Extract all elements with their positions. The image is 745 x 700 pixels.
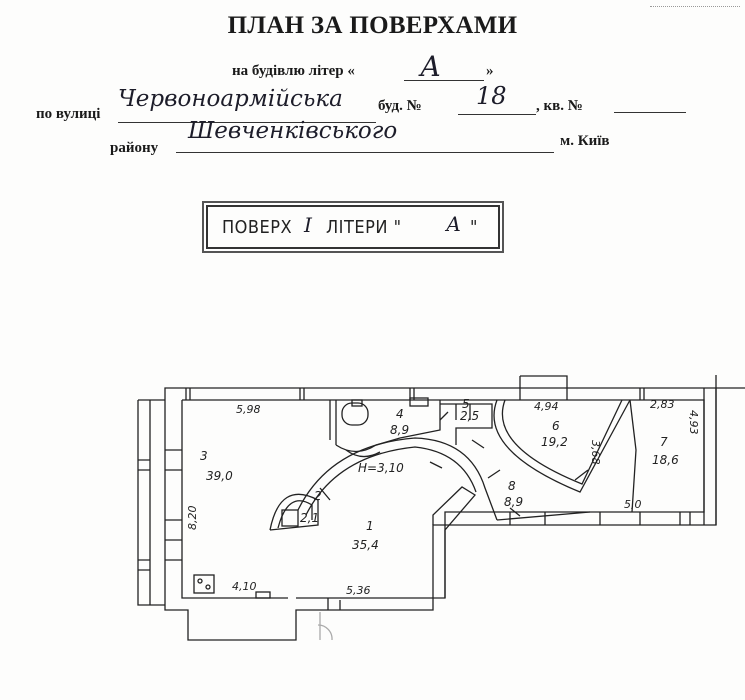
sink-fixture <box>351 399 363 407</box>
dim-494: 4,94 <box>534 400 559 413</box>
house-blank <box>458 114 536 115</box>
room-6-arc-inner <box>501 399 623 485</box>
room-1-num: 1 <box>366 519 374 533</box>
stamp-suffix: " <box>470 217 478 238</box>
dim-410: 4,10 <box>232 580 257 593</box>
closet-2-inner <box>277 500 313 529</box>
bathroom-4-inner <box>345 449 381 458</box>
left-pier <box>137 399 165 606</box>
room-6-num: 6 <box>552 419 560 433</box>
building-letter-handwritten: А <box>420 50 442 83</box>
room-5-num: 5 <box>462 397 470 411</box>
room-8-num: 8 <box>508 479 516 493</box>
stove-fixture <box>193 574 215 594</box>
bathroom-4-wall <box>335 400 441 453</box>
room-5-area: 2,5 <box>460 409 479 423</box>
room-5-door <box>455 404 471 420</box>
street-label: по вулиці <box>36 106 101 122</box>
right-wall-extra <box>703 375 745 525</box>
dim-50: 5,0 <box>624 498 642 511</box>
room-3-num: 3 <box>200 449 208 463</box>
room-6-area: 19,2 <box>541 435 568 449</box>
street-value-handwritten: Червоноармійська <box>118 86 343 112</box>
room-7-wall <box>629 399 637 513</box>
room-7-num: 7 <box>660 435 668 449</box>
window-marks <box>185 388 645 400</box>
room-2-num: 2 <box>314 489 322 503</box>
dim-536: 5,36 <box>346 584 371 597</box>
bottom-windows <box>509 512 691 525</box>
room-2-area: 2,1 <box>300 511 319 525</box>
street-blank <box>118 122 376 123</box>
closet-2 <box>269 493 319 531</box>
room-5-walls <box>440 403 493 445</box>
city-label: м. Київ <box>560 133 610 149</box>
district-blank <box>176 152 554 153</box>
arc-wall-inner <box>305 446 477 516</box>
bottom-door <box>317 612 333 641</box>
stove-burner <box>197 578 203 584</box>
dim-598: 5,98 <box>236 403 261 416</box>
stamp-middle: ЛІТЕРИ " <box>326 217 402 238</box>
room-6-arc <box>493 399 631 493</box>
toilet-fixture <box>341 402 369 426</box>
district-value-handwritten: Шевченківського <box>188 118 398 144</box>
bottom-fixture <box>409 397 429 407</box>
room-4-num: 4 <box>396 407 404 421</box>
dim-820: 8,20 <box>186 506 199 531</box>
house-value-handwritten: 18 <box>476 82 507 110</box>
bottom-wall-8 <box>496 511 591 521</box>
floor-stamp: ПОВЕРХ I ЛІТЕРИ " А " <box>206 205 500 249</box>
closet-2-box <box>281 509 299 527</box>
stove-burner-2 <box>205 584 211 590</box>
door-ticks <box>319 411 589 610</box>
room-3-area: 39,0 <box>206 469 233 483</box>
building-suffix: » <box>486 63 494 79</box>
room-7-area: 18,6 <box>652 453 679 467</box>
dim-493: 4,93 <box>687 410 700 435</box>
scan-edge-mark <box>650 6 740 12</box>
stamp-prefix: ПОВЕРХ <box>222 217 293 238</box>
room-4-area: 8,9 <box>390 423 409 437</box>
room-8-area: 8,9 <box>504 495 523 509</box>
wall-3-4 <box>329 400 337 445</box>
document-title: ПЛАН ЗА ПОВЕРХАМИ <box>227 12 518 39</box>
room-1-area: 35,4 <box>352 538 379 552</box>
top-window-bay <box>519 375 568 388</box>
angled-wall <box>432 486 476 598</box>
apt-blank <box>614 112 686 113</box>
left-windows <box>165 449 182 561</box>
building-label: на будівлю літер « <box>232 63 355 79</box>
building-blank <box>404 80 484 81</box>
house-label: буд. № <box>378 98 422 114</box>
arc-wall-outer <box>297 437 498 521</box>
kitchen-sink <box>255 591 271 599</box>
ceiling-height: Н=3,10 <box>358 461 404 475</box>
district-label: району <box>110 140 159 156</box>
left-ladder <box>138 400 151 605</box>
outer-wall-inner <box>181 399 705 599</box>
stamp-floor-handwritten: I <box>304 213 312 237</box>
dim-368: 3,68 <box>589 440 602 465</box>
dim-283: 2,83 <box>650 398 675 411</box>
apt-label: , кв. № <box>536 98 583 114</box>
stamp-letter-handwritten: А <box>446 212 462 236</box>
